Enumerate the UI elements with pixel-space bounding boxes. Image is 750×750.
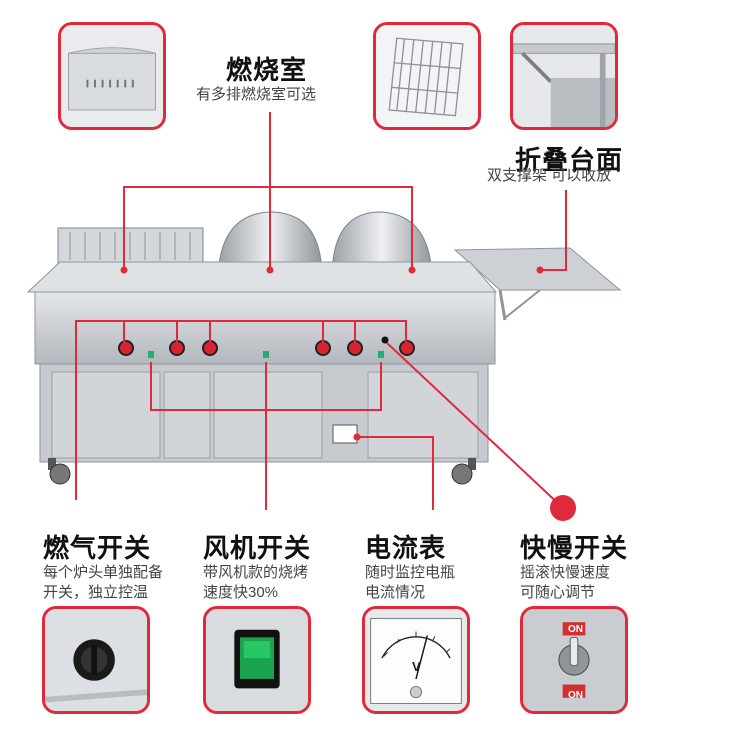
grill-rack-icon <box>376 25 478 127</box>
speed-switch-desc-2: 可随心调节 <box>520 584 596 601</box>
folding-table-title: 折叠台面 <box>515 145 624 175</box>
folding-table-thumbnail <box>510 22 618 130</box>
fan-switch-icon <box>206 609 308 711</box>
folding-table-desc: 双支撑架 可以收放 <box>487 167 612 184</box>
ammeter-thumbnail: V <box>362 606 470 714</box>
gas-knob-icon <box>45 609 147 711</box>
gas-knob-thumbnail <box>42 606 150 714</box>
fan-switch-desc-2: 速度快30% <box>203 584 279 601</box>
chamber-desc: 有多排燃烧室可选 <box>196 86 317 103</box>
gas-switch-desc-2: 开关，独立控温 <box>43 584 149 601</box>
grill-chamber-icon <box>61 25 163 127</box>
speed-switch-desc-1: 摇滚快慢速度 <box>520 564 611 581</box>
ammeter-unit: V <box>412 659 421 674</box>
toggle-on-bottom: ON <box>568 690 583 701</box>
fan-switch-thumbnail <box>203 606 311 714</box>
ammeter-desc-1: 随时监控电瓶 <box>365 564 456 581</box>
fan-switch-title: 风机开关 <box>203 533 312 563</box>
speed-toggle-icon <box>523 609 625 711</box>
chamber-title: 燃烧室 <box>226 55 308 85</box>
folding-table-icon <box>513 25 615 127</box>
gas-switch-title: 燃气开关 <box>43 533 152 563</box>
grill-rack-thumbnail <box>373 22 481 130</box>
gas-switch-desc-1: 每个炉头单独配备 <box>43 564 164 581</box>
ammeter-icon <box>365 609 467 711</box>
fan-switch-desc-1: 带风机款的烧烤 <box>203 564 309 581</box>
speed-toggle-thumbnail: ON ON <box>520 606 628 714</box>
grill-chamber-thumbnail <box>58 22 166 130</box>
speed-switch-title: 快慢开关 <box>520 533 629 563</box>
ammeter-title: 电流表 <box>365 533 447 563</box>
ammeter-desc-2: 电流情况 <box>365 584 426 601</box>
toggle-on-top: ON <box>568 624 583 635</box>
